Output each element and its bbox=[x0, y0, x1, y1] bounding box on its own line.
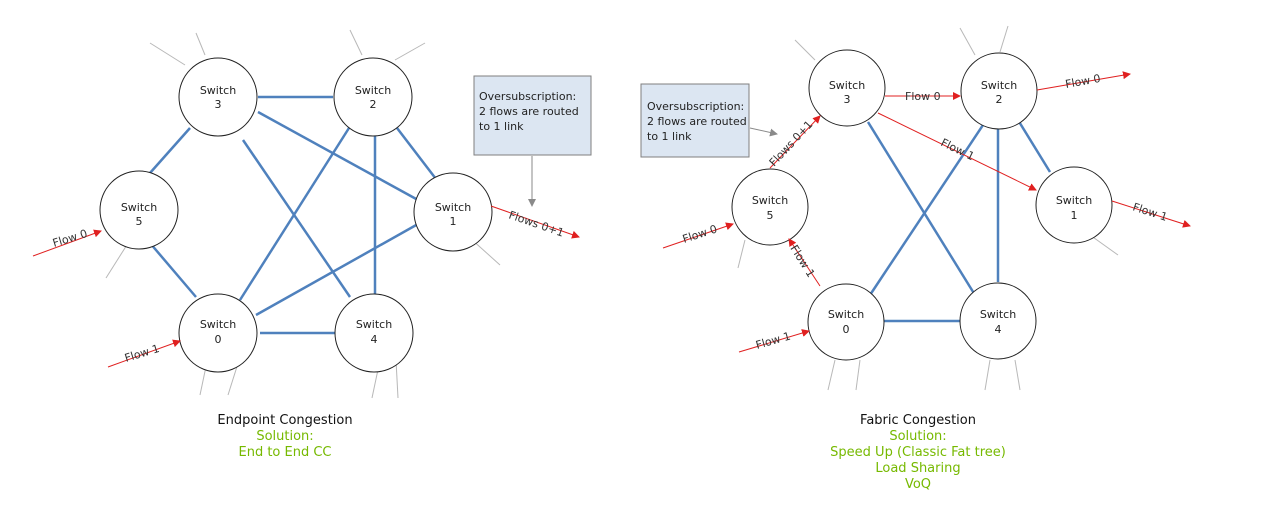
right-flow-0-out: Flow 0 bbox=[1036, 71, 1131, 91]
svg-text:5: 5 bbox=[136, 215, 143, 228]
left-flow-0: Flow 0 bbox=[32, 227, 102, 257]
right-diagram: Switch 3 Switch 2 Switch 5 Switch 1 Swit… bbox=[640, 25, 1191, 391]
svg-text:Switch: Switch bbox=[981, 79, 1017, 92]
left-switch-1: Switch 1 bbox=[413, 172, 493, 252]
right-switch-0: Switch 0 bbox=[807, 283, 885, 361]
right-flow-0-1-5-to-3: Flows 0+1 bbox=[767, 115, 821, 169]
right-flow-0-3-to-2: Flow 0 bbox=[885, 90, 961, 103]
left-caption-solution: Solution: bbox=[256, 429, 314, 444]
svg-text:Flow 1: Flow 1 bbox=[754, 330, 792, 352]
left-oversubscription-note: Oversubscription: 2 flows are routed to … bbox=[473, 75, 592, 207]
svg-text:1: 1 bbox=[1071, 209, 1078, 222]
left-diagram: Switch 3 Switch 2 Switch 5 Switch 1 Swit… bbox=[32, 29, 592, 399]
svg-text:Switch: Switch bbox=[356, 318, 392, 331]
left-flow-1: Flow 1 bbox=[107, 339, 181, 368]
left-switch-0: Switch 0 bbox=[178, 293, 258, 373]
svg-text:Switch: Switch bbox=[1056, 194, 1092, 207]
left-switch-4: Switch 4 bbox=[334, 293, 414, 373]
svg-text:Flow 0: Flow 0 bbox=[51, 227, 89, 250]
right-stub-links bbox=[737, 25, 1119, 391]
right-flow-1-in: Flow 1 bbox=[738, 329, 810, 353]
svg-text:Flow 1: Flow 1 bbox=[1131, 200, 1169, 223]
right-switch-1: Switch 1 bbox=[1035, 166, 1113, 244]
svg-text:Switch: Switch bbox=[828, 308, 864, 321]
svg-text:Flows 0+1: Flows 0+1 bbox=[507, 209, 566, 240]
svg-text:5: 5 bbox=[767, 209, 774, 222]
right-caption-line2: Load Sharing bbox=[875, 461, 961, 476]
svg-text:Oversubscription:: Oversubscription: bbox=[479, 90, 576, 103]
svg-text:4: 4 bbox=[995, 323, 1002, 336]
left-caption-title: Endpoint Congestion bbox=[217, 413, 353, 428]
right-flow-0-in: Flow 0 bbox=[662, 222, 734, 249]
svg-text:2: 2 bbox=[370, 98, 377, 111]
left-switch-5: Switch 5 bbox=[99, 170, 179, 250]
svg-text:to 1 link: to 1 link bbox=[479, 120, 524, 133]
svg-text:Flow 0: Flow 0 bbox=[681, 222, 719, 245]
svg-text:Switch: Switch bbox=[829, 79, 865, 92]
svg-text:Switch: Switch bbox=[200, 84, 236, 97]
left-flow-0-1-out: Flows 0+1 bbox=[490, 205, 580, 240]
right-links bbox=[866, 119, 1052, 323]
svg-text:3: 3 bbox=[215, 98, 222, 111]
right-caption-title: Fabric Congestion bbox=[860, 413, 976, 428]
svg-text:Oversubscription:: Oversubscription: bbox=[647, 100, 744, 113]
svg-text:Flows 0+1: Flows 0+1 bbox=[767, 118, 816, 169]
right-switch-2: Switch 2 bbox=[960, 52, 1038, 130]
svg-text:Switch: Switch bbox=[435, 201, 471, 214]
svg-text:Flow 1: Flow 1 bbox=[787, 243, 817, 280]
svg-text:Switch: Switch bbox=[980, 308, 1016, 321]
svg-text:2: 2 bbox=[996, 93, 1003, 106]
svg-text:to 1 link: to 1 link bbox=[647, 130, 692, 143]
right-switch-5: Switch 5 bbox=[731, 168, 809, 246]
svg-text:2 flows are routed: 2 flows are routed bbox=[647, 115, 747, 128]
svg-text:3: 3 bbox=[844, 93, 851, 106]
right-flow-1-out: Flow 1 bbox=[1111, 200, 1191, 228]
svg-text:Flow 1: Flow 1 bbox=[123, 342, 161, 365]
left-links bbox=[149, 95, 437, 335]
svg-text:Switch: Switch bbox=[121, 201, 157, 214]
right-caption-solution: Solution: bbox=[889, 429, 947, 444]
left-switch-2: Switch 2 bbox=[333, 57, 413, 137]
svg-text:Switch: Switch bbox=[355, 84, 391, 97]
right-caption-line1: Speed Up (Classic Fat tree) bbox=[830, 445, 1006, 460]
svg-text:Switch: Switch bbox=[200, 318, 236, 331]
right-caption-line3: VoQ bbox=[904, 477, 932, 492]
svg-text:Switch: Switch bbox=[752, 194, 788, 207]
right-oversubscription-note: Oversubscription: 2 flows are routed to … bbox=[640, 83, 778, 158]
svg-text:1: 1 bbox=[450, 215, 457, 228]
svg-text:2 flows are routed: 2 flows are routed bbox=[479, 105, 579, 118]
svg-text:0: 0 bbox=[215, 333, 222, 346]
right-flow-1-0-to-5: Flow 1 bbox=[787, 238, 821, 287]
svg-text:Flow 0: Flow 0 bbox=[1064, 72, 1101, 91]
left-switch-3: Switch 3 bbox=[178, 57, 258, 137]
svg-text:Flow 0: Flow 0 bbox=[905, 90, 941, 103]
svg-text:4: 4 bbox=[371, 333, 378, 346]
right-switch-3: Switch 3 bbox=[808, 49, 886, 127]
svg-text:0: 0 bbox=[843, 323, 850, 336]
svg-text:Flow 1: Flow 1 bbox=[939, 136, 977, 163]
left-caption-line1: End to End CC bbox=[238, 445, 332, 460]
right-switch-4: Switch 4 bbox=[959, 282, 1037, 360]
